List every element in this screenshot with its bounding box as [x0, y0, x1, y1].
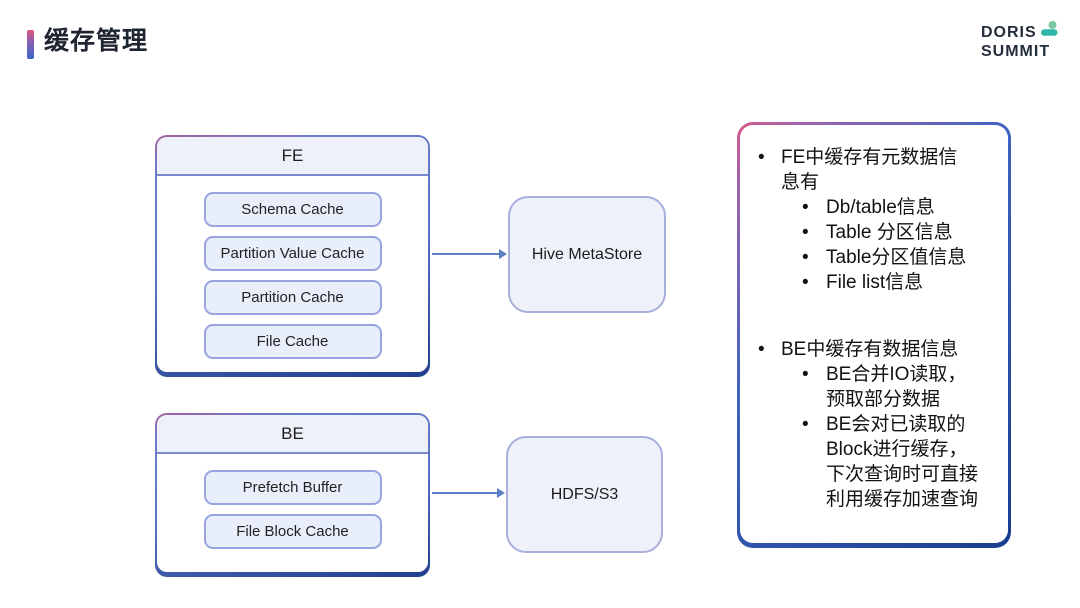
be-group-inner: BE Prefetch Buffer File Block Cache: [157, 415, 428, 572]
fe-cache-item-partition-value: Partition Value Cache: [203, 236, 382, 271]
bullet-marker: [800, 362, 826, 412]
note-fe-sublist: Db/table信息 Table 分区信息 Table分区值信息 File li…: [800, 195, 998, 295]
fe-header: FE: [157, 137, 428, 176]
hdfs-s3-box: HDFS/S3: [506, 436, 663, 553]
note-be-main: BE中缓存有数据信息: [756, 337, 998, 362]
doris-logo-icon: [1040, 20, 1058, 42]
note-fe-sub-table-partition-value: Table分区值信息: [800, 245, 998, 270]
notes-panel: FE中缓存有元数据信 息有 Db/table信息 Table 分区信息 Tabl…: [737, 122, 1011, 548]
bullet-marker: [800, 412, 826, 512]
bullet-marker: [756, 145, 781, 195]
fe-group-inner: FE Schema Cache Partition Value Cache Pa…: [157, 137, 428, 372]
be-cache-item-prefetch-buffer: Prefetch Buffer: [203, 470, 382, 505]
note-fe-sub-table-partition: Table 分区信息: [800, 220, 998, 245]
logo-text-summit: SUMMIT: [981, 43, 1051, 60]
bullet-marker: [756, 337, 781, 362]
bullet-marker: [800, 245, 826, 270]
fe-cache-item-partition: Partition Cache: [203, 280, 382, 315]
note-fe-main: FE中缓存有元数据信 息有: [756, 145, 998, 195]
note-fe-sub-db-table-text: Db/table信息: [826, 197, 935, 218]
note-fe-sub-table-partition-value-text: Table分区值信息: [826, 247, 967, 268]
note-fe-sub-file-list: File list信息: [800, 270, 998, 295]
note-section-be: BE中缓存有数据信息 BE合并IO读取， 预取部分数据 BE会对已读取的 Blo…: [756, 337, 998, 512]
note-be-sub-block-cache-text: BE会对已读取的 Block进行缓存， 下次查询时可直接 利用缓存加速查询: [826, 414, 979, 510]
note-be-sublist: BE合并IO读取， 预取部分数据 BE会对已读取的 Block进行缓存， 下次查…: [800, 362, 998, 512]
fe-group-box: FE Schema Cache Partition Value Cache Pa…: [155, 135, 430, 377]
arrow-be-to-hdfs: [432, 488, 505, 498]
note-be-sub-io-read: BE合并IO读取， 预取部分数据: [800, 362, 998, 412]
note-fe-sub-db-table: Db/table信息: [800, 195, 998, 220]
be-group-box: BE Prefetch Buffer File Block Cache: [155, 413, 430, 577]
be-header: BE: [157, 415, 428, 454]
title-accent-bar: [27, 30, 34, 59]
doris-summit-logo: DORIS SUMMIT: [981, 20, 1058, 61]
be-cache-item-file-block-cache: File Block Cache: [203, 514, 382, 549]
note-fe-sub-table-partition-text: Table 分区信息: [826, 222, 953, 243]
page-title: 缓存管理: [44, 27, 149, 55]
be-body: Prefetch Buffer File Block Cache: [157, 454, 428, 572]
bullet-marker: [800, 195, 826, 220]
fe-cache-item-file: File Cache: [203, 324, 382, 359]
hdfs-s3-label: HDFS/S3: [550, 485, 619, 503]
arrow-fe-to-hive: [432, 249, 507, 259]
bullet-marker: [800, 270, 826, 295]
logo-text-doris: DORIS: [981, 24, 1037, 41]
note-be-sub-block-cache: BE会对已读取的 Block进行缓存， 下次查询时可直接 利用缓存加速查询: [800, 412, 998, 512]
note-be-main-text: BE中缓存有数据信息: [781, 339, 959, 360]
note-fe-main-text: FE中缓存有元数据信 息有: [781, 147, 958, 193]
note-section-fe: FE中缓存有元数据信 息有 Db/table信息 Table 分区信息 Tabl…: [756, 145, 998, 295]
fe-cache-item-schema: Schema Cache: [203, 192, 382, 227]
bullet-marker: [800, 220, 826, 245]
note-fe-sub-file-list-text: File list信息: [826, 272, 924, 293]
hive-metastore-box: Hive MetaStore: [508, 196, 666, 313]
fe-body: Schema Cache Partition Value Cache Parti…: [157, 176, 428, 372]
note-be-sub-io-read-text: BE合并IO读取， 预取部分数据: [826, 364, 967, 410]
notes-panel-inner: FE中缓存有元数据信 息有 Db/table信息 Table 分区信息 Tabl…: [740, 125, 1008, 543]
logo-line-1: DORIS: [981, 20, 1058, 42]
hive-metastore-label: Hive MetaStore: [531, 245, 643, 263]
